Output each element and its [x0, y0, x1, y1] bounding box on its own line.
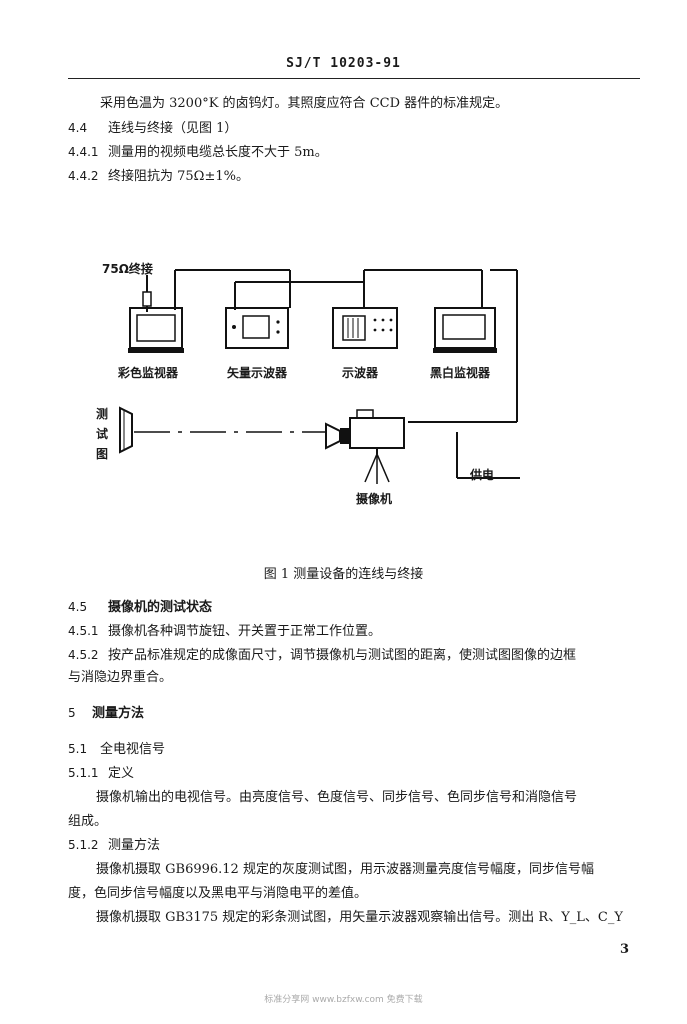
camera-icon [325, 409, 405, 484]
standard-number: SJ/T 10203-91 [286, 56, 401, 71]
clause-4-4-2: 4.4.2 终接阻抗为 75Ω±1%。 [68, 165, 249, 184]
clause-number: 4.5.2 [68, 648, 99, 662]
clause-number: 4.4.2 [68, 169, 99, 183]
text-line: 与消隐边界重合。 [68, 670, 173, 685]
clause-text: 终接阻抗为 75Ω±1%。 [108, 169, 249, 184]
clause-4-4-1: 4.4.1 测量用的视频电缆总长度不大于 5m。 [68, 141, 328, 160]
section-title: 测量方法 [92, 706, 145, 721]
clause-5-1-1: 5.1.1 定义 [68, 762, 134, 781]
text-line: 组成。 [68, 814, 108, 829]
clause-5-1: 5.1 全电视信号 [68, 738, 165, 757]
section-number: 5 [68, 706, 76, 720]
section-5: 5 测量方法 [68, 702, 144, 721]
clause-number: 5.1 [68, 742, 88, 756]
clause-4-4: 4.4 连线与终接（见图 1） [68, 117, 237, 136]
text-line: 摄像机摄取 GB3175 规定的彩条测试图，用矢量示波器观察输出信号。测出 R、… [96, 910, 623, 925]
termination-label: 75Ω终接 [102, 262, 153, 276]
header-rule [68, 78, 640, 79]
power-label: 供电 [470, 468, 495, 482]
clause-title: 测量方法 [108, 838, 161, 853]
clause-number: 5.1.2 [68, 838, 99, 852]
clause-title: 连线与终接（见图 1） [108, 121, 238, 136]
clause-number: 4.4 [68, 121, 88, 135]
clause-title: 定义 [108, 766, 135, 781]
color-monitor-label: 彩色监视器 [118, 366, 179, 380]
test-chart-icon [119, 406, 133, 454]
clause-4-5: 4.5 摄像机的测试状态 [68, 596, 212, 615]
page-number: 3 [620, 942, 630, 957]
bw-monitor-label: 黑白监视器 [430, 366, 491, 380]
text-line: 摄像机摄取 GB6996.12 规定的灰度测试图，用示波器测量亮度信号幅度，同步… [96, 862, 594, 877]
oscilloscope-label: 示波器 [342, 366, 379, 380]
clause-text: 测量用的视频电缆总长度不大于 5m。 [108, 145, 328, 160]
text-line: 摄像机输出的电视信号。由亮度信号、色度信号、同步信号、色同步信号和消隐信号 [96, 790, 578, 805]
camera-label: 摄像机 [356, 492, 393, 506]
clause-number: 4.5 [68, 600, 88, 614]
color-monitor-icon [128, 307, 184, 353]
vectorscope-icon [225, 307, 289, 349]
vectorscope-label: 矢量示波器 [227, 366, 288, 380]
oscilloscope-icon [332, 307, 398, 349]
test-chart-label: 测试图 [96, 407, 109, 461]
figure-caption: 图 1 测量设备的连线与终接 [263, 567, 424, 582]
text-line: 采用色温为 3200°K 的卤钨灯。其照度应符合 CCD 器件的标准规定。 [100, 96, 509, 111]
clause-4-5-1: 4.5.1 摄像机各种调节旋钮、开关置于正常工作位置。 [68, 620, 381, 639]
text-line: 度，色同步信号幅度以及黑电平与消隐电平的差值。 [68, 886, 368, 901]
footer-watermark: 标准分享网 www.bzfxw.com 免费下载 [264, 995, 423, 1005]
clause-text: 按产品标准规定的成像面尺寸，调节摄像机与测试图的距离，使测试图图像的边框 [108, 648, 577, 663]
clause-title: 全电视信号 [100, 742, 166, 757]
clause-4-5-2: 4.5.2 按产品标准规定的成像面尺寸，调节摄像机与测试图的距离，使测试图图像的边… [68, 644, 576, 663]
bw-monitor-icon [433, 307, 497, 353]
clause-number: 4.5.1 [68, 624, 99, 638]
clause-5-1-2: 5.1.2 测量方法 [68, 834, 160, 853]
clause-number: 5.1.1 [68, 766, 99, 780]
clause-number: 4.4.1 [68, 145, 99, 159]
clause-title: 摄像机的测试状态 [108, 600, 213, 615]
clause-text: 摄像机各种调节旋钮、开关置于正常工作位置。 [108, 624, 382, 639]
